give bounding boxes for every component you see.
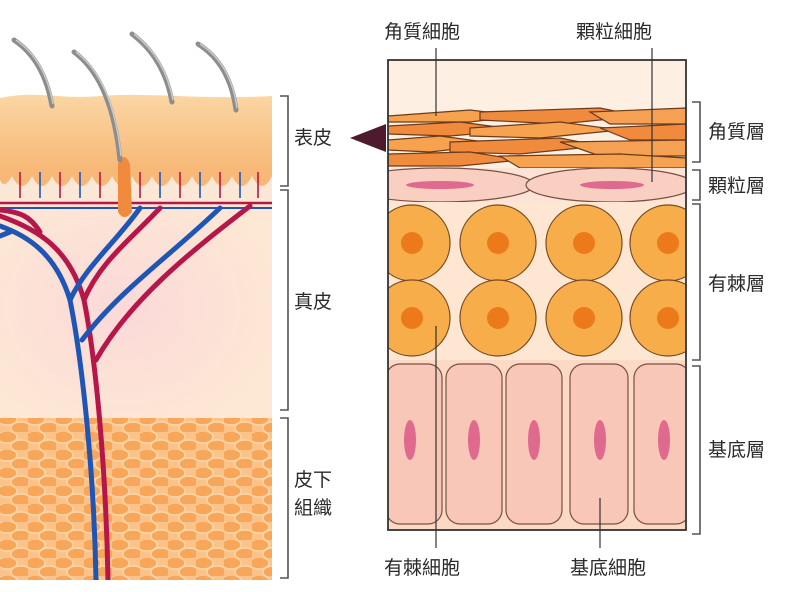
- bracket-stratum-corneum: [692, 102, 700, 162]
- bracket-subcutaneous: [280, 418, 288, 578]
- label-subcutaneous-line1: 皮下: [294, 469, 332, 491]
- bracket-epidermis: [280, 96, 288, 186]
- label-subcutaneous-line2: 組織: [294, 497, 332, 519]
- subcutaneous-fat-region: [0, 418, 272, 580]
- bracket-stratum-granulosum: [692, 170, 700, 200]
- callout-basal-cell: 基底細胞: [570, 557, 646, 579]
- hair-follicle: [118, 157, 132, 217]
- bracket-dermis: [280, 190, 288, 410]
- skin-cross-section: [0, 34, 272, 580]
- callout-granular-cell: 顆粒細胞: [576, 21, 652, 43]
- left-layer-brackets: [280, 96, 288, 578]
- stratum-spinosum-cells: [374, 202, 706, 360]
- label-stratum-basale: 基底層: [708, 439, 765, 461]
- callout-corneocyte: 角質細胞: [384, 21, 460, 43]
- label-stratum-corneum: 角質層: [708, 121, 765, 143]
- callout-spinous-cell: 有棘細胞: [384, 557, 460, 579]
- zoom-pointer: [350, 124, 386, 152]
- label-stratum-spinosum: 有棘層: [708, 273, 765, 295]
- right-layer-brackets: [692, 102, 700, 534]
- label-epidermis: 表皮: [294, 127, 332, 149]
- label-stratum-granulosum: 顆粒層: [708, 175, 765, 197]
- epidermis-region: [0, 95, 272, 170]
- bracket-stratum-spinosum: [692, 204, 700, 360]
- stratum-corneum-cells: [388, 108, 686, 168]
- stratum-granulosum-cells: [346, 168, 694, 202]
- bracket-stratum-basale: [692, 366, 700, 534]
- label-dermis: 真皮: [294, 291, 332, 313]
- stratum-basale-cells: [386, 360, 690, 530]
